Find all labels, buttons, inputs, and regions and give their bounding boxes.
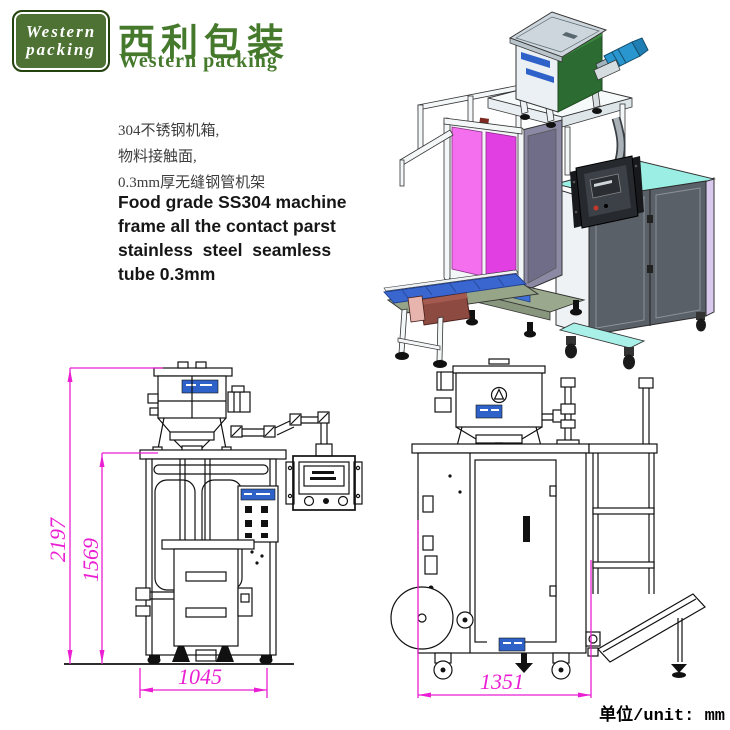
side-cabinet (390, 443, 590, 680)
brand-logo: Western packing (12, 10, 110, 72)
front-dimensions: 2197 1569 1045 (45, 367, 268, 698)
front-hopper (147, 361, 251, 452)
dim-body-height: 1569 (78, 538, 103, 582)
dim-front-width: 1045 (178, 664, 222, 689)
unit-label: 单位/unit: mm (599, 707, 725, 726)
desc-en-line: frame all the contact parst (118, 216, 336, 236)
front-view-drawing: 2197 1569 1045 (45, 361, 363, 698)
description-english: Food grade SS304 machine frame all the c… (118, 190, 347, 286)
logo-line1: Western (25, 22, 97, 42)
brand-name-english: Western packing (119, 50, 278, 72)
render-hopper (508, 11, 649, 128)
dim-side-width: 1351 (480, 669, 524, 694)
desc-cn-line: 物料接触面, (118, 149, 197, 165)
desc-cn-line: 0.3mm厚无缝钢管机架 (118, 175, 266, 191)
desc-en-line: Food grade SS304 machine (118, 192, 347, 212)
desc-en-line: tube 0.3mm (118, 264, 216, 284)
machine-3d-render (383, 11, 716, 370)
side-dimensions: 1351 (417, 520, 592, 698)
render-pink-cabinet (399, 117, 563, 295)
side-conveyor (585, 593, 706, 678)
desc-cn-line: 304不锈钢机箱, (118, 123, 220, 139)
dim-total-height: 2197 (45, 517, 70, 562)
desc-en-line: stainless steel seamless (118, 240, 332, 260)
description-chinese: 304不锈钢机箱, 物料接触面, 0.3mm厚无缝钢管机架 (118, 118, 265, 196)
front-pipe-arm (230, 411, 330, 444)
side-right-frame (588, 377, 658, 594)
front-remote-panel (285, 443, 363, 511)
side-view-drawing: 1351 (390, 358, 706, 698)
render-control-panel (570, 116, 644, 229)
side-pipe (542, 377, 580, 453)
render-conveyor (383, 269, 586, 368)
logo-line2: packing (26, 40, 96, 59)
brand-name-chinese: 西利包装 (118, 22, 290, 63)
front-bag-unit (135, 459, 255, 662)
side-hopper (434, 358, 546, 451)
